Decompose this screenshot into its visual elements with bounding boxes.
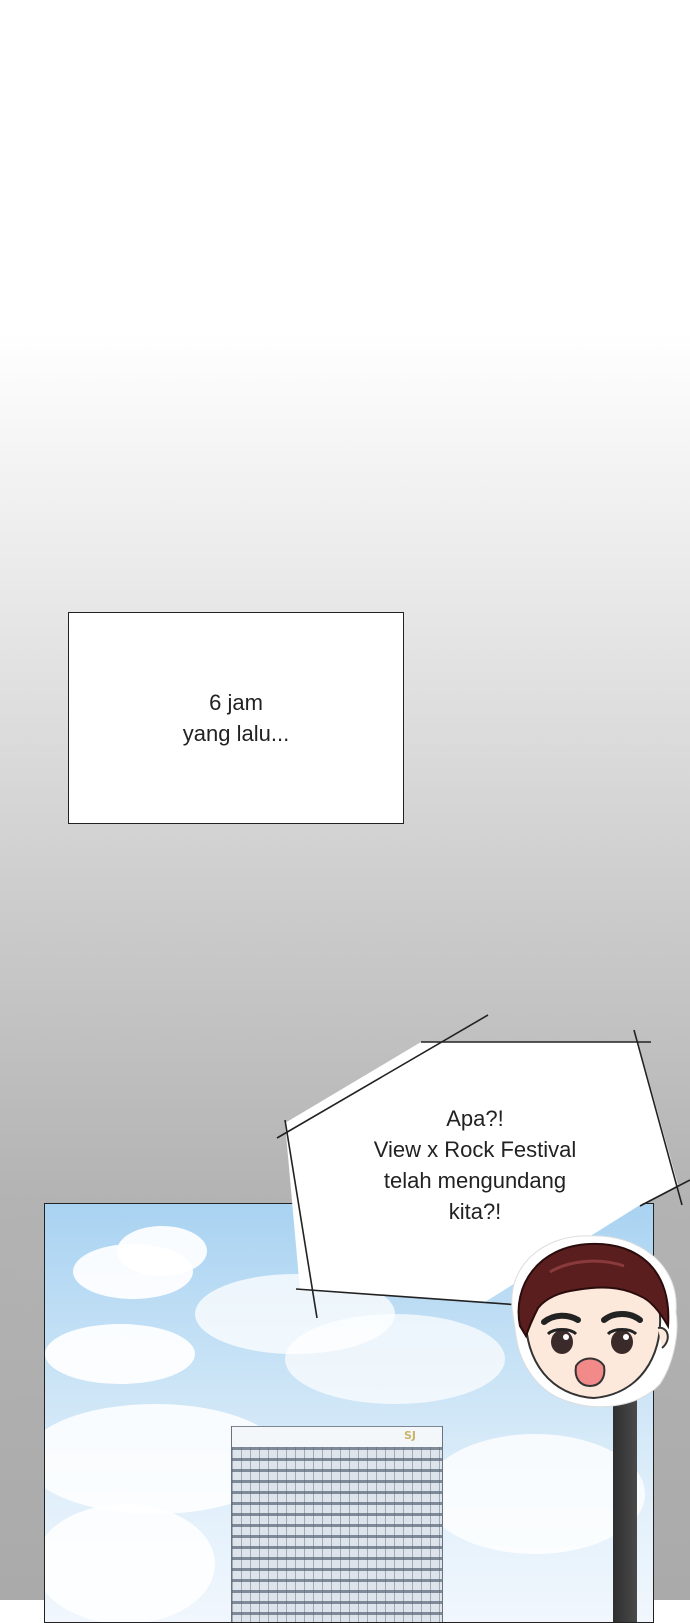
building-windows xyxy=(232,1447,442,1622)
cloud xyxy=(45,1504,215,1622)
speech-bubble-text: Apa?! View x Rock Festival telah mengund… xyxy=(330,1103,620,1227)
cloud xyxy=(45,1324,195,1384)
cloud xyxy=(117,1226,207,1276)
caption-line-1: 6 jam xyxy=(209,690,263,715)
bubble-line-4: kita?! xyxy=(448,1199,502,1224)
cloud xyxy=(285,1314,505,1404)
chibi-character-face xyxy=(490,1216,690,1416)
office-building: SJ xyxy=(231,1426,443,1622)
bubble-line-2: View x Rock Festival xyxy=(373,1137,577,1162)
caption-line-2: yang lalu... xyxy=(182,721,290,746)
bubble-line-1: Apa?! xyxy=(446,1106,504,1131)
time-caption-box: 6 jam yang lalu... xyxy=(68,612,404,824)
building-roof: SJ xyxy=(232,1426,442,1448)
cloud xyxy=(425,1434,645,1554)
bubble-line-3: telah mengundang xyxy=(383,1168,567,1193)
building-logo: SJ xyxy=(403,1429,416,1442)
